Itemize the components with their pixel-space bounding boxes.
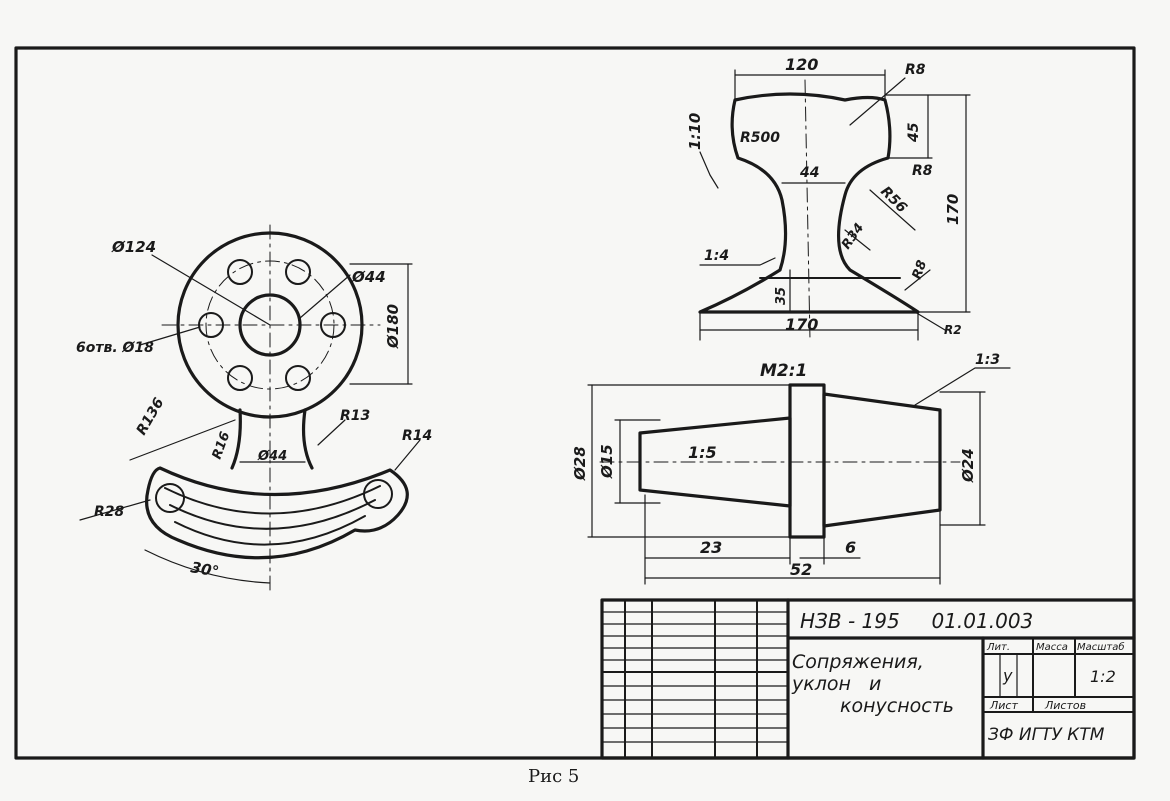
title-block: НЗВ - 195 01.01.003 Сопряжения, уклон и …	[600, 598, 1136, 760]
dim-rail-top-radius: R500	[740, 130, 780, 146]
leader-line	[317, 419, 346, 446]
arc-arm-slot	[169, 499, 376, 530]
header-scale: Масштаб	[1077, 641, 1125, 653]
cone-collar	[788, 383, 826, 539]
flange-neck	[230, 408, 314, 470]
flange-view: Ø124 Ø44 Ø180 6отв. Ø18 R136 R16 Ø44 R13…	[76, 224, 432, 591]
document-title-line3: конусность	[840, 695, 954, 717]
scale-value: 1:2	[1090, 667, 1116, 686]
dim-rail-head-height: 45	[906, 122, 922, 143]
leader-line	[129, 419, 236, 461]
dim-rail-web: 44	[799, 165, 819, 181]
leader-line	[151, 254, 271, 326]
rail-profile-view: 120 R8 R500 45 R8 44 R56 170 R34 1:10 1:…	[686, 55, 971, 341]
header-sheets: Листов	[1044, 699, 1086, 712]
dim-inner-dia: Ø44	[351, 268, 386, 286]
dim-neck-width: Ø44	[257, 449, 287, 464]
dim-cone-left-len: 23	[700, 538, 722, 557]
leader-line	[844, 229, 871, 251]
leader-line	[849, 77, 906, 126]
document-title-line1: Сопряжения,	[792, 651, 924, 673]
dim-cone-left-dia: Ø28	[571, 446, 589, 481]
lit-value: у	[1002, 666, 1013, 685]
figure-caption: Рис 5	[528, 766, 580, 787]
slope-leader	[699, 151, 719, 189]
dim-cone-total-len: 52	[790, 560, 812, 579]
bolt-hole	[285, 259, 311, 285]
dim-r-right: R13	[340, 408, 370, 424]
dim-rail-top-corner: R8	[905, 62, 926, 78]
dim-r-base: R28	[94, 504, 125, 520]
dim-rail-slope-base: 1:4	[704, 248, 729, 264]
leader-line	[869, 189, 916, 231]
title-block-grid	[601, 599, 789, 759]
leader-line	[904, 269, 931, 291]
cone-scale: M2:1	[760, 361, 807, 381]
header-sheet: Лист	[989, 699, 1018, 712]
dim-rail-head-low: R8	[912, 163, 933, 179]
arc-end-hole	[155, 483, 185, 513]
dim-rail-slope-top: 1:10	[686, 113, 704, 150]
dim-rail-height: 170	[944, 194, 962, 225]
dim-r-end: R14	[402, 428, 432, 444]
cone-slope: 1:3	[975, 352, 1000, 368]
leader-line	[394, 439, 421, 471]
arc-end-hole	[363, 479, 393, 509]
arc-arm-slot	[164, 485, 381, 515]
leader-line	[79, 499, 151, 521]
dim-cone-dia: Ø15	[598, 444, 616, 479]
dim-cone-collar-len: 6	[845, 538, 856, 557]
dim-r-neck: R16	[210, 430, 234, 462]
dim-outer-dia: Ø180	[384, 304, 402, 349]
dim-r-arm: R136	[134, 395, 168, 438]
header-lit: Лит.	[986, 642, 1010, 653]
dim-rail-base-height: 35	[774, 287, 789, 305]
dim-rail-web-low: R34	[839, 221, 867, 253]
dim-cone-right-dia: Ø24	[959, 448, 977, 483]
frame-border	[14, 46, 1136, 760]
cone-view: M2:1 1:3 1:5 Ø28 Ø15 Ø24 23 6 52	[571, 352, 1011, 585]
dim-rail-base-width: 170	[785, 315, 818, 334]
slope-leader	[914, 367, 1011, 406]
angle-dim-arc	[144, 549, 271, 584]
bolt-hole	[285, 365, 311, 391]
leader-line	[914, 311, 946, 331]
rail-axis	[804, 79, 811, 341]
dim-rail-foot-radius: R2	[944, 323, 962, 337]
title-block-frame	[600, 598, 1136, 760]
dim-rail-base-radius: R8	[910, 258, 931, 281]
dim-holes: 6отв. Ø18	[76, 340, 154, 356]
dim-angle: 30°	[189, 558, 220, 581]
cone-taper: 1:5	[688, 443, 717, 462]
bolt-hole	[227, 259, 253, 285]
dim-bolt-circle: Ø124	[111, 238, 156, 256]
leader-line	[139, 326, 201, 346]
organization: ЗФ ИГТУ КТМ	[988, 725, 1105, 745]
bolt-hole	[227, 365, 253, 391]
leader-line	[299, 274, 351, 319]
rail-outline	[698, 92, 920, 314]
arc-arm-slot	[174, 515, 366, 546]
dim-rail-top-width: 120	[785, 55, 818, 74]
cone-right-taper	[822, 392, 942, 528]
document-title-line2: уклон и	[791, 673, 881, 695]
header-mass: Масса	[1036, 642, 1068, 653]
slope-leader	[699, 257, 776, 266]
document-code: НЗВ - 195 01.01.003	[800, 609, 1033, 633]
